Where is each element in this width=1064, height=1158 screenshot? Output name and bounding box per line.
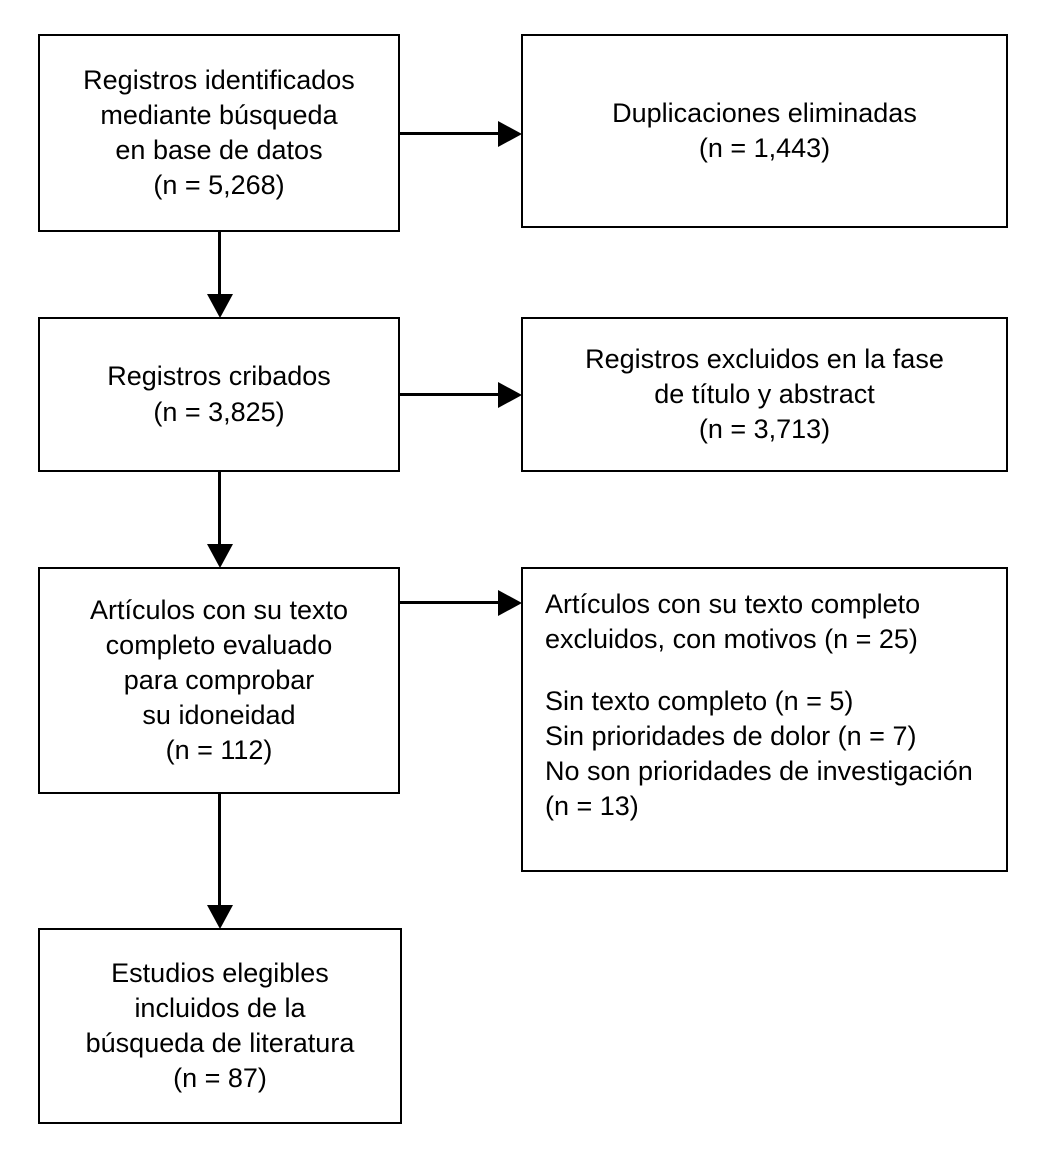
full-text-assessed-count: (n = 112) — [165, 735, 273, 766]
node-records-identified: Registros identificados mediante búsqued… — [38, 34, 400, 232]
duplicates-removed-line-1: Duplicaciones eliminadas — [612, 97, 917, 128]
node-full-text-excluded: Artículos con su texto completo excluido… — [521, 567, 1008, 872]
node-records-excluded-title-abstract: Registros excluidos en la fase de título… — [521, 317, 1008, 472]
full-text-assessed-line-2: completo evaluado — [105, 629, 333, 660]
records-excluded-ta-count: (n = 3,713) — [698, 414, 831, 445]
records-excluded-ta-line-2: de título y abstract — [654, 378, 875, 409]
arrowhead-down-icon — [207, 294, 233, 318]
full-text-assessed-line-3: para comprobar — [123, 664, 315, 695]
arrow-screened-to-excluded-title-abstract — [400, 381, 524, 409]
arrow-shaft — [400, 393, 502, 396]
records-screened-count: (n = 3,825) — [153, 396, 285, 427]
arrow-screened-to-fulltext — [206, 472, 234, 570]
arrowhead-down-icon — [207, 905, 233, 929]
full-text-excluded-reason-2: Sin prioridades de dolor (n = 7) — [545, 721, 917, 752]
node-full-text-assessed: Artículos con su texto completo evaluado… — [38, 567, 400, 794]
studies-included-line-1: Estudios elegibles — [111, 957, 329, 988]
arrow-shaft — [218, 794, 221, 909]
node-duplicates-removed: Duplicaciones eliminadas (n = 1,443) — [521, 34, 1008, 228]
arrowhead-right-icon — [498, 590, 522, 616]
arrow-shaft — [400, 132, 502, 135]
arrow-fulltext-to-included — [206, 794, 234, 931]
full-text-excluded-header: Artículos con su texto completo excluido… — [545, 589, 921, 655]
arrowhead-right-icon — [498, 382, 522, 408]
records-identified-line-1: Registros identificados — [83, 64, 355, 95]
full-text-excluded-reason-1: Sin texto completo (n = 5) — [545, 686, 854, 717]
full-text-assessed-line-4: su idoneidad — [142, 700, 296, 731]
arrow-identified-to-screened — [206, 232, 234, 320]
node-studies-included: Estudios elegibles incluidos de la búsqu… — [38, 928, 402, 1124]
duplicates-removed-count: (n = 1,443) — [698, 133, 831, 163]
studies-included-count: (n = 87) — [173, 1063, 267, 1094]
full-text-assessed-line-1: Artículos con su texto — [89, 594, 349, 625]
arrow-fulltext-to-excluded-fulltext — [400, 589, 524, 617]
arrow-shaft — [218, 232, 221, 298]
arrow-identified-to-duplicates — [400, 120, 524, 148]
arrow-shaft — [218, 472, 221, 548]
arrow-shaft — [400, 601, 502, 604]
records-identified-line-2: mediante búsqueda — [100, 99, 338, 130]
records-identified-line-3: en base de datos — [115, 135, 323, 165]
full-text-excluded-reason-3: No son prioridades de investigación (n =… — [545, 756, 973, 822]
records-identified-count: (n = 5,268) — [153, 170, 285, 201]
node-records-screened: Registros cribados (n = 3,825) — [38, 317, 400, 472]
records-screened-line-1: Registros cribados — [107, 361, 331, 392]
studies-included-line-3: búsqueda de literatura — [85, 1028, 355, 1058]
studies-included-line-2: incluidos de la — [134, 992, 306, 1023]
arrowhead-right-icon — [498, 121, 522, 147]
arrowhead-down-icon — [207, 544, 233, 568]
records-excluded-ta-line-1: Registros excluidos en la fase — [585, 343, 944, 374]
